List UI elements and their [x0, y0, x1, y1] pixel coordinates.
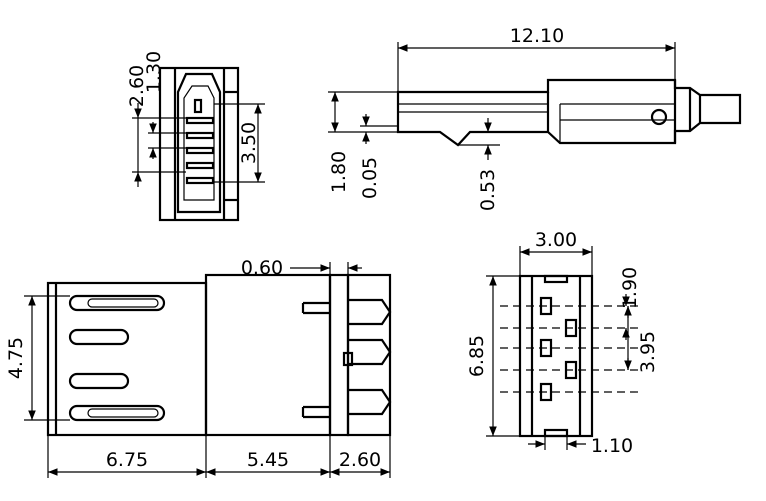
dim-0-53: 0.53: [477, 169, 499, 211]
dim-6-75: 6.75: [106, 449, 148, 471]
dim-2-60: 2.60: [126, 65, 148, 107]
dim-0-05: 0.05: [359, 157, 381, 199]
dim-2-60-bottom: 2.60: [339, 449, 381, 471]
dim-0-60: 0.60: [241, 257, 283, 279]
dim-3-50: 3.50: [238, 122, 260, 164]
top-view: [24, 262, 392, 478]
dim-3-00: 3.00: [535, 229, 577, 251]
dim-6-85: 6.85: [466, 335, 488, 377]
dim-1-30: 1.30: [143, 51, 165, 93]
dim-12-10: 12.10: [510, 25, 564, 47]
front-view: [132, 66, 265, 222]
front-pins: [185, 116, 215, 185]
side-view: [328, 42, 742, 160]
dim-1-10: 1.10: [591, 435, 633, 457]
dim-3-95: 3.95: [637, 331, 659, 373]
dim-5-45: 5.45: [247, 449, 289, 471]
end-view: [486, 246, 640, 450]
dim-1-90: 1.90: [619, 267, 641, 309]
dim-4-75: 4.75: [5, 337, 27, 379]
dim-1-80: 1.80: [328, 151, 350, 193]
